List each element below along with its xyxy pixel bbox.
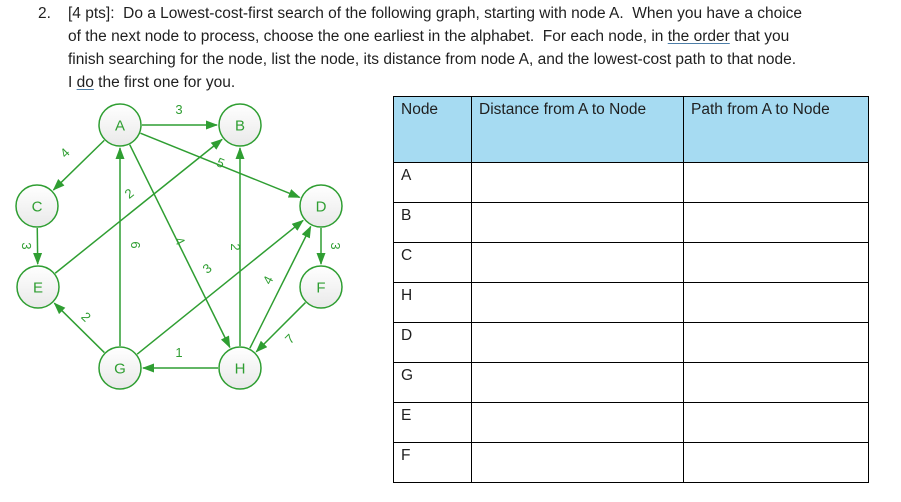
answer-cell-distance-H xyxy=(471,282,684,323)
answer-cell-path-C xyxy=(683,242,869,283)
answer-cell-path-H xyxy=(683,282,869,323)
graph-node-label-A: A xyxy=(115,117,125,134)
row-label-G: G xyxy=(393,362,472,403)
problem-text-line: finish searching for the node, list the … xyxy=(68,48,802,71)
graph-edge-F-H xyxy=(255,302,306,353)
edge-weight-F-H: 7 xyxy=(282,331,298,347)
edge-weight-H-D: 4 xyxy=(260,273,277,286)
edge-weight-G-A: 6 xyxy=(128,241,143,248)
edge-weight-H-B: 2 xyxy=(228,243,243,250)
answer-cell-distance-B xyxy=(471,202,684,243)
row-label-C: C xyxy=(393,242,472,283)
graph-node-label-G: G xyxy=(114,360,126,377)
graph-node-label-F: F xyxy=(316,279,325,296)
problem-text: [4 pts]: Do a Lowest-cost-first search o… xyxy=(68,2,802,94)
graph-node-label-E: E xyxy=(33,279,43,296)
graph-node-H xyxy=(218,346,262,390)
graph-edge-H-D xyxy=(249,225,312,349)
graph-node-C xyxy=(15,184,59,228)
graph-edge-G-D xyxy=(136,219,304,355)
answer-cell-distance-F xyxy=(471,442,684,483)
row-label-D: D xyxy=(393,322,472,363)
row-label-E: E xyxy=(393,402,472,443)
text-segment: the first one for you. xyxy=(93,74,236,91)
graph-node-E xyxy=(16,265,60,309)
graph-edge-G-E xyxy=(53,302,105,354)
answer-cell-distance-E xyxy=(471,402,684,443)
graph-edge-A-C xyxy=(52,139,105,191)
graph-node-F xyxy=(299,265,343,309)
answer-cell-distance-D xyxy=(471,322,684,363)
text-segment: finish searching for the node, list the … xyxy=(68,51,797,68)
edge-weight-G-E: 2 xyxy=(78,309,94,325)
edge-weight-C-E: 3 xyxy=(19,242,34,249)
table-row-A: A xyxy=(393,162,869,203)
row-label-A: A xyxy=(393,162,472,203)
edge-weight-H-G: 1 xyxy=(175,345,182,360)
table-row-F: F xyxy=(393,442,869,483)
graph-node-label-B: B xyxy=(235,117,245,134)
underlined-text: the order xyxy=(667,28,730,45)
problem-number: 2. xyxy=(38,5,51,22)
graph-node-B xyxy=(218,103,262,147)
graph-node-D xyxy=(299,184,343,228)
column-header-0: Node xyxy=(393,96,472,163)
graph-node-G xyxy=(98,346,142,390)
graph-node-label-H: H xyxy=(235,360,246,377)
edge-weight-A-D: 5 xyxy=(215,155,227,172)
text-segment: of the next node to process, choose the … xyxy=(68,28,668,45)
row-label-F: F xyxy=(393,442,472,483)
graph-edge-E-B xyxy=(54,138,223,274)
edge-weight-E-B: 2 xyxy=(122,185,137,201)
answer-cell-distance-C xyxy=(471,242,684,283)
answer-cell-path-E xyxy=(683,402,869,443)
table-row-C: C xyxy=(393,242,869,283)
graph-edge-A-H xyxy=(129,144,231,349)
answer-cell-distance-G xyxy=(471,362,684,403)
table-row-H: H xyxy=(393,282,869,323)
column-header-2: Path from A to Node xyxy=(683,96,869,163)
text-segment: I xyxy=(68,74,77,91)
graph-node-A xyxy=(98,103,142,147)
column-header-1: Distance from A to Node xyxy=(471,96,684,163)
graph-node-label-C: C xyxy=(32,198,43,215)
edge-weight-A-C: 4 xyxy=(57,145,73,161)
graph-edge-A-D xyxy=(140,132,301,199)
answer-cell-path-B xyxy=(683,202,869,243)
problem-text-line: I do the first one for you. xyxy=(68,71,802,94)
row-label-H: H xyxy=(393,282,472,323)
text-segment: that you xyxy=(729,28,790,45)
underlined-text: do xyxy=(76,74,94,91)
text-segment: [4 pts]: Do a Lowest-cost-first search o… xyxy=(68,5,803,22)
row-label-B: B xyxy=(393,202,472,243)
answer-cell-path-D xyxy=(683,322,869,363)
problem-text-line: of the next node to process, choose the … xyxy=(68,25,802,48)
table-row-B: B xyxy=(393,202,869,243)
graph-node-label-D: D xyxy=(316,198,327,215)
answer-cell-distance-A xyxy=(471,162,684,203)
problem-text-line: [4 pts]: Do a Lowest-cost-first search o… xyxy=(68,2,802,25)
table-row-G: G xyxy=(393,362,869,403)
answer-cell-path-F xyxy=(683,442,869,483)
answer-cell-path-A xyxy=(683,162,869,203)
edge-weight-A-B: 3 xyxy=(175,102,182,117)
table-row-E: E xyxy=(393,402,869,443)
edge-weight-D-F: 3 xyxy=(328,242,343,249)
table-row-D: D xyxy=(393,322,869,363)
answer-cell-path-G xyxy=(683,362,869,403)
edge-weight-G-D: 3 xyxy=(200,260,215,276)
